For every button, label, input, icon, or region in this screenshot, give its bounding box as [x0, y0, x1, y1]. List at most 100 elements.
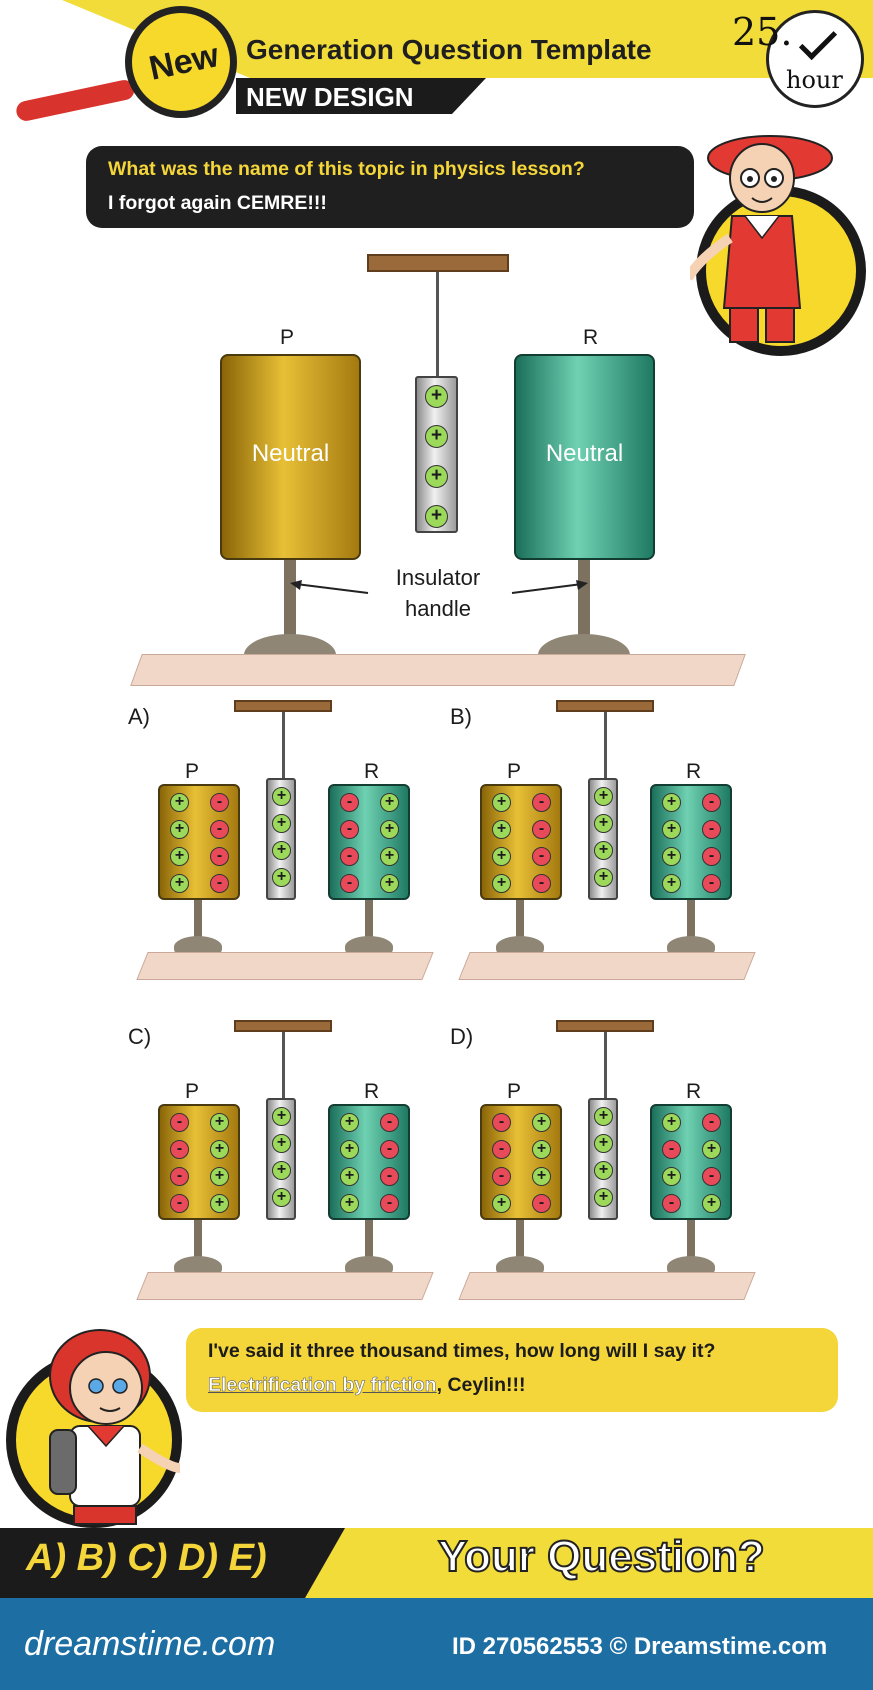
positive-charge-icon: + — [492, 1194, 511, 1213]
negative-charge-icon: - — [532, 1194, 551, 1213]
option-suspension-beam — [234, 700, 332, 712]
positive-charge-icon: + — [340, 1140, 359, 1159]
option-plate-r: +-+--+-+ — [650, 1104, 732, 1220]
option-table-surface — [458, 1272, 756, 1300]
positive-charge-icon: + — [594, 1134, 613, 1153]
positive-charge-icon: + — [425, 465, 448, 488]
bubble-bottom-rest: , Ceylin!!! — [436, 1374, 526, 1396]
option-label-r: R — [686, 1080, 702, 1103]
positive-charge-icon: + — [594, 868, 613, 887]
positive-charge-icon: + — [702, 1140, 721, 1159]
plate-p-text: Neutral — [251, 440, 330, 467]
option-label-r: R — [364, 760, 380, 783]
negative-charge-icon: - — [532, 847, 551, 866]
subtitle-label: NEW DESIGN — [246, 82, 414, 112]
option-charged-rod: ++++ — [588, 778, 618, 900]
option-plate-p: ----++++ — [158, 1104, 240, 1220]
positive-charge-icon: + — [532, 1140, 551, 1159]
option-letter: D) — [450, 1024, 474, 1049]
insulator-stand-p — [284, 560, 296, 638]
negative-charge-icon: - — [170, 1194, 189, 1213]
option-label-p: P — [507, 1080, 522, 1103]
option-table-surface — [136, 1272, 434, 1300]
option-stand-p — [194, 1220, 202, 1262]
option-plate-r: ++++---- — [650, 784, 732, 900]
positive-charge-icon: + — [170, 874, 189, 893]
option-charged-rod: ++++ — [266, 778, 296, 900]
positive-charge-icon: + — [380, 793, 399, 812]
clock-unit: hour — [786, 66, 843, 94]
negative-charge-icon: - — [492, 1140, 511, 1159]
table-surface — [130, 654, 746, 686]
positive-charge-icon: + — [702, 1194, 721, 1213]
option-plate-p: ---++++- — [480, 1104, 562, 1220]
footer-question: Your Question? — [437, 1531, 766, 1582]
plate-label-p: P — [280, 326, 295, 349]
option-table-surface — [458, 952, 756, 980]
option-suspension-beam — [556, 700, 654, 712]
option-stand-p — [516, 900, 524, 942]
insulator-stand-r — [578, 560, 590, 638]
girl-red-hair-illustration — [49, 1329, 181, 1525]
positive-charge-icon: + — [272, 1107, 291, 1126]
positive-charge-icon: + — [170, 820, 189, 839]
positive-charge-icon: + — [662, 874, 681, 893]
insulator-arrows — [290, 580, 588, 594]
positive-charge-icon: + — [340, 1113, 359, 1132]
option-suspension-thread — [604, 712, 607, 778]
positive-charge-icon: + — [210, 1167, 229, 1186]
option-table-surface — [136, 952, 434, 980]
positive-charge-icon: + — [594, 1188, 613, 1207]
positive-charge-icon: + — [594, 1107, 613, 1126]
negative-charge-icon: - — [492, 1113, 511, 1132]
positive-charge-icon: + — [380, 874, 399, 893]
clock-number: 25. — [732, 10, 793, 54]
plate-r: Neutral — [514, 354, 655, 560]
negative-charge-icon: - — [210, 793, 229, 812]
option-charged-rod: ++++ — [588, 1098, 618, 1220]
option-label-p: P — [185, 760, 200, 783]
header-title: Generation Question Template — [246, 34, 652, 65]
positive-charge-icon: + — [532, 1113, 551, 1132]
subtitle-tag: NEW DESIGN — [236, 78, 486, 114]
option-suspension-beam — [234, 1020, 332, 1032]
positive-charge-icon: + — [272, 1188, 291, 1207]
option-label-r: R — [364, 1080, 380, 1103]
positive-charge-icon: + — [340, 1194, 359, 1213]
negative-charge-icon: - — [340, 820, 359, 839]
positive-charge-icon: + — [662, 847, 681, 866]
positive-charge-icon: + — [662, 820, 681, 839]
positive-charge-icon: + — [662, 793, 681, 812]
new-badge-label: New — [145, 36, 223, 88]
option-stand-r — [365, 900, 373, 942]
clock-icon — [766, 10, 864, 108]
stock-id: ID 270562553 © Dreamstime.com — [452, 1633, 828, 1660]
plate-label-r: R — [583, 326, 599, 349]
negative-charge-icon: - — [492, 1167, 511, 1186]
new-badge: New — [125, 6, 237, 118]
positive-charge-icon: + — [492, 820, 511, 839]
positive-charge-icon: + — [492, 847, 511, 866]
speech-bubble-bottom: I've said it three thousand times, how l… — [186, 1328, 838, 1412]
positive-charge-icon: + — [492, 793, 511, 812]
stock-brand: dreamstime.com — [24, 1625, 276, 1663]
positive-charge-icon: + — [594, 814, 613, 833]
charged-rod: + + + + — [415, 376, 458, 533]
option-stand-p — [194, 900, 202, 942]
positive-charge-icon: + — [425, 385, 448, 408]
stock-footer-bar — [0, 1598, 873, 1690]
negative-charge-icon: - — [210, 874, 229, 893]
positive-charge-icon: + — [272, 814, 291, 833]
positive-charge-icon: + — [210, 1113, 229, 1132]
positive-charge-icon: + — [272, 1161, 291, 1180]
positive-charge-icon: + — [210, 1140, 229, 1159]
option-stand-r — [365, 1220, 373, 1262]
positive-charge-icon: + — [492, 874, 511, 893]
option-plate-p: ++++---- — [480, 784, 562, 900]
negative-charge-icon: - — [380, 1140, 399, 1159]
option-stand-r — [687, 1220, 695, 1262]
magnifier-handle — [14, 78, 137, 123]
option-suspension-thread — [282, 1032, 285, 1098]
option-label-p: P — [507, 760, 522, 783]
insulator-caption-line1: Insulator — [395, 565, 481, 590]
